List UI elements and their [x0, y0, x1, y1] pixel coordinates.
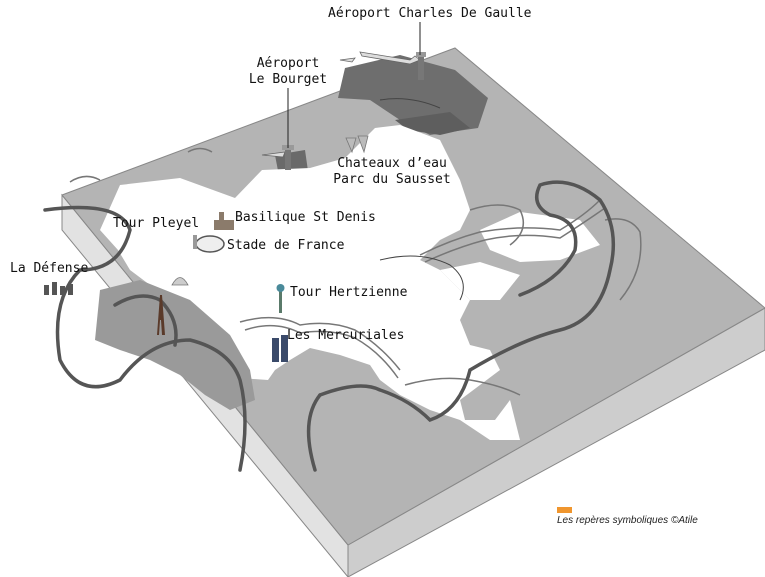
stadium-icon: [193, 235, 225, 253]
label-chateaux-line1: Chateaux d’eau: [337, 156, 447, 171]
airport-zone-2: [395, 112, 470, 135]
airplane-icon: [261, 51, 421, 158]
label-tour-pleyel: Tour Pleyel: [113, 216, 200, 231]
label-chateaux-deau: Chateaux d’eau Parc du Sausset: [330, 156, 454, 188]
label-le-bourget-line1: Aéroport: [256, 56, 320, 71]
label-les-mercuriales: Les Mercuriales: [287, 328, 405, 343]
urban-area-3: [440, 262, 520, 300]
skyscraper-icon: [44, 282, 73, 295]
leader-lines: [287, 22, 421, 148]
mercuriales-towers-icon: [272, 335, 288, 362]
water-tower-icon: [345, 135, 369, 154]
urban-area: [100, 125, 520, 440]
church-icon-2: [171, 277, 189, 286]
label-tour-hertzienne: Tour Hertzienne: [290, 285, 408, 300]
rivers: [43, 180, 616, 472]
label-cdg: Aéroport Charles De Gaulle: [328, 6, 532, 21]
label-la-defense: La Défense: [10, 261, 89, 276]
marne-river: [318, 180, 616, 423]
escarpments: [69, 147, 642, 396]
river-branch: [306, 393, 322, 472]
label-le-bourget-line2: Le Bourget: [248, 72, 328, 87]
caption: Les repères symboliques ©Atile: [557, 515, 698, 526]
thin-rivers: [379, 98, 464, 301]
label-basilique-st-denis: Basilique St Denis: [235, 210, 376, 225]
label-chateaux-line2: Parc du Sausset: [333, 172, 451, 187]
label-le-bourget: Aéroport Le Bourget: [248, 56, 328, 88]
hertzienne-tower-icon: [276, 284, 285, 313]
church-icon: [214, 212, 234, 230]
legend-swatch: [557, 507, 572, 513]
eiffel-tower-icon: [157, 295, 165, 335]
seine-river: [43, 205, 247, 472]
label-stade-de-france: Stade de France: [227, 238, 345, 253]
